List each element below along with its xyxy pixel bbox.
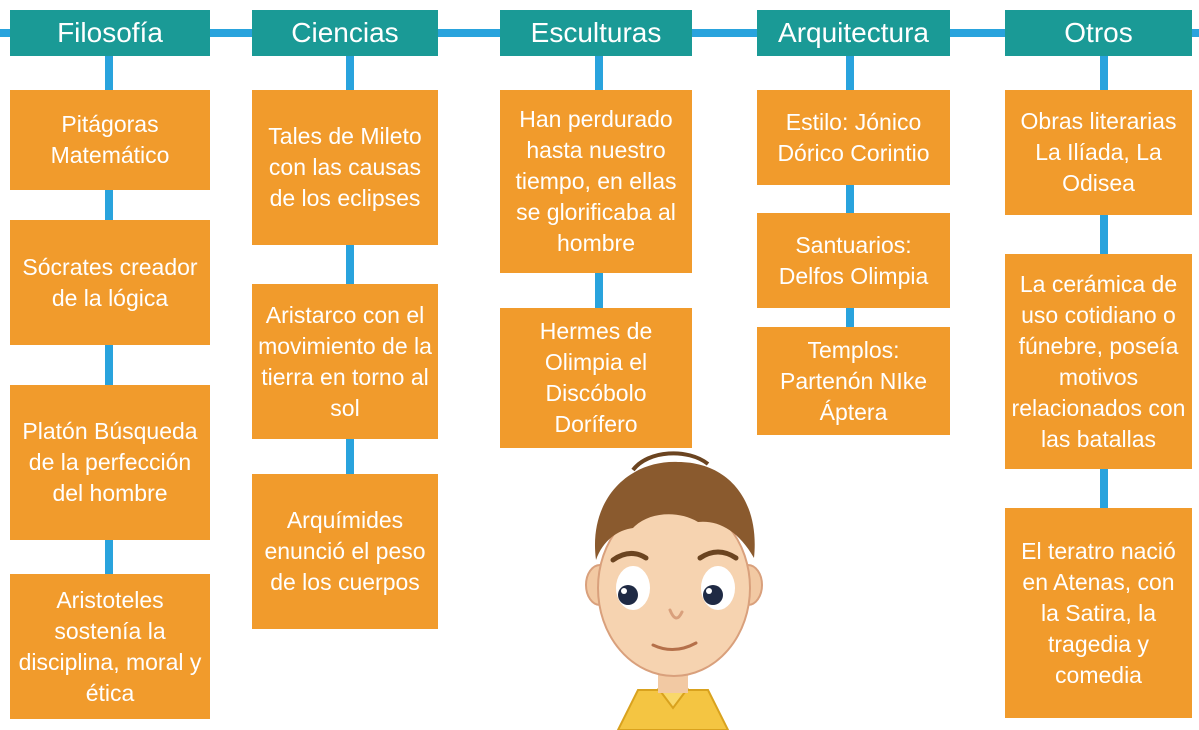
filosofia-text-3: Platón Búsqueda de la perfección del hom… [22, 418, 198, 506]
arquitectura-box-2: Santuarios: Delfos Olimpia [757, 213, 950, 308]
otros-box-2: La cerámica de uso cotidiano o fúnebre, … [1005, 254, 1192, 469]
column-2-connector [346, 56, 354, 476]
esculturas-box-2: Hermes de Olimpia el Discóbolo Dorífero [500, 308, 692, 448]
ciencias-text-1: Tales de Mileto con las causas de los ec… [268, 123, 422, 211]
header-filosofia: Filosofía [10, 10, 210, 56]
esculturas-text-2: Hermes de Olimpia el Discóbolo Dorífero [539, 318, 653, 437]
arquitectura-text-3: Templos: Partenón NIke Áptera [779, 336, 928, 425]
arquitectura-text-1: Estilo: Jónico Dórico Corintio [777, 108, 930, 166]
column-4-connector [846, 56, 854, 336]
header-arquitectura: Arquitectura [757, 10, 950, 56]
filosofia-box-1: Pitágoras Matemático [10, 90, 210, 190]
filosofia-text-1: Pitágoras Matemático [50, 111, 170, 168]
otros-text-2: La cerámica de uso cotidiano o fúnebre, … [1011, 270, 1186, 452]
cartoon-boy-illustration [585, 451, 763, 730]
filosofia-box-3: Platón Búsqueda de la perfección del hom… [10, 385, 210, 540]
filosofia-box-2: Sócrates creador de la lógica [10, 220, 210, 345]
header-ciencias: Ciencias [252, 10, 438, 56]
filosofia-text-2: Sócrates creador de la lógica [22, 253, 198, 311]
ciencias-text-2: Aristarco con el movimiento de la tierra… [258, 301, 432, 421]
ciencias-box-1: Tales de Mileto con las causas de los ec… [252, 90, 438, 245]
esculturas-box-1: Han perdurado hasta nuestro tiempo, en e… [500, 90, 692, 273]
esculturas-text-1: Han perdurado hasta nuestro tiempo, en e… [515, 106, 677, 256]
arquitectura-box-3: Templos: Partenón NIke Áptera [757, 327, 950, 435]
arquitectura-text-2: Santuarios: Delfos Olimpia [778, 231, 929, 289]
ciencias-box-3: Arquímides enunció el peso de los cuerpo… [252, 474, 438, 629]
otros-text-1: Obras literarias La Ilíada, La Odisea [1020, 108, 1177, 196]
ciencias-box-2: Aristarco con el movimiento de la tierra… [252, 284, 438, 439]
filosofia-box-4: Aristoteles sostenía la disciplina, mora… [10, 574, 210, 719]
otros-box-1: Obras literarias La Ilíada, La Odisea [1005, 90, 1192, 215]
arquitectura-box-1: Estilo: Jónico Dórico Corintio [757, 90, 950, 185]
filosofia-text-4: Aristoteles sostenía la disciplina, mora… [18, 586, 202, 706]
ciencias-text-3: Arquímides enunció el peso de los cuerpo… [264, 507, 426, 595]
header-esculturas: Esculturas [500, 10, 692, 56]
otros-text-3: El teratro nació en Atenas, con la Satir… [1021, 537, 1176, 688]
header-otros: Otros [1005, 10, 1192, 56]
otros-box-3: El teratro nació en Atenas, con la Satir… [1005, 508, 1192, 718]
